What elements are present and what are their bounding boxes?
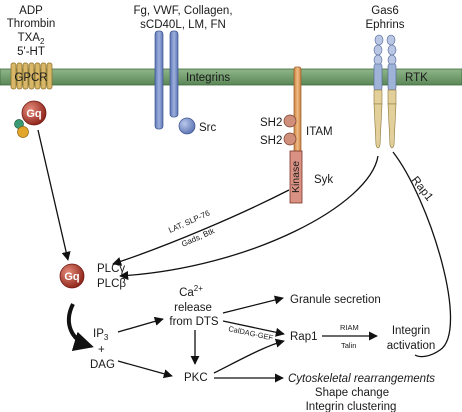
pkc-label: PKC <box>184 372 208 384</box>
arrow-dag-to-pkc <box>117 360 173 379</box>
arrow-ca-to-granule <box>222 295 284 314</box>
plc-gamma-label: PLCγ <box>97 263 125 275</box>
ligand-integrin-line1: Fg, VWF, Collagen, <box>133 5 232 17</box>
sh2-top-label: SH2 <box>260 117 282 129</box>
kinase-label: Kinase <box>290 161 302 193</box>
arrow-rtk-to-integrin-activation <box>392 151 452 358</box>
arrow-ip3-to-ca <box>117 316 164 333</box>
integrins-label: Integrins <box>186 72 230 84</box>
ligand-5ht: 5'-HT <box>17 46 45 58</box>
arrow-gq-to-gq <box>37 129 71 261</box>
ligand-gas6: Gas6 <box>371 5 399 17</box>
integrin-clustering-label: Integrin clustering <box>306 401 397 412</box>
sh2-domain-bottom <box>283 132 297 146</box>
plc-beta-label: PLCβ <box>97 278 126 290</box>
ca-label: Ca2+ <box>179 284 203 299</box>
sh2-bottom-label: SH2 <box>260 135 282 147</box>
riam-label: RIAM <box>340 323 359 332</box>
src-kinase <box>178 117 196 135</box>
rtk-label: RTK <box>405 72 428 84</box>
arrow-plc-to-ip3 <box>67 303 94 351</box>
arrow-syk-to-plc <box>112 189 290 266</box>
arrow-rtk-to-plc <box>119 155 379 281</box>
shape-change-label: Shape change <box>315 387 389 399</box>
plus-label: + <box>98 344 105 356</box>
release-label: release <box>174 302 212 314</box>
cytoskeletal-label: Cytoskeletal rearrangements <box>288 373 435 385</box>
g-beta-subunit <box>17 126 29 138</box>
gpcr-receptor <box>10 62 53 90</box>
integrin-activation-line2: activation <box>387 340 436 352</box>
arrow-ca-to-rap1 <box>222 320 285 337</box>
dag-label: DAG <box>90 359 115 371</box>
itam-label: ITAM <box>306 126 333 138</box>
granule-secretion-label: Granule secretion <box>290 294 381 306</box>
rap1-upper-label: Rap1 <box>409 174 435 203</box>
sh2-domain-top <box>283 114 297 128</box>
rtk-receptor <box>373 34 397 149</box>
rap1-lower-label: Rap1 <box>290 331 318 343</box>
from-dts-label: from DTS <box>169 316 219 328</box>
ligand-adp: ADP <box>19 5 43 17</box>
src-label: Src <box>199 122 217 134</box>
gpcr-label: GPCR <box>14 72 47 84</box>
integrin-receptor <box>154 30 179 130</box>
ip3-label: IP3 <box>93 328 109 342</box>
ligand-txa2: TXA2 <box>18 32 45 46</box>
integrin-activation-line1: Integrin <box>392 325 430 337</box>
gq-upper-label: Gq <box>26 108 41 120</box>
gq-protein-lower <box>59 263 85 289</box>
ligand-integrin-line2: sCD40L, LM, FN <box>140 19 226 31</box>
gq-protein-upper <box>21 100 47 126</box>
syk-label: Syk <box>314 174 333 186</box>
ligand-thrombin: Thrombin <box>7 18 56 30</box>
arrow-pkc-to-rap1 <box>213 338 285 374</box>
itam-receptor <box>293 66 302 164</box>
syk-kinase-domain <box>289 150 303 204</box>
plasma-membrane <box>0 68 462 86</box>
talin-label: Talin <box>341 341 356 350</box>
gq-lower-label: Gq <box>64 271 79 283</box>
ligand-ephrins: Ephrins <box>366 19 405 31</box>
